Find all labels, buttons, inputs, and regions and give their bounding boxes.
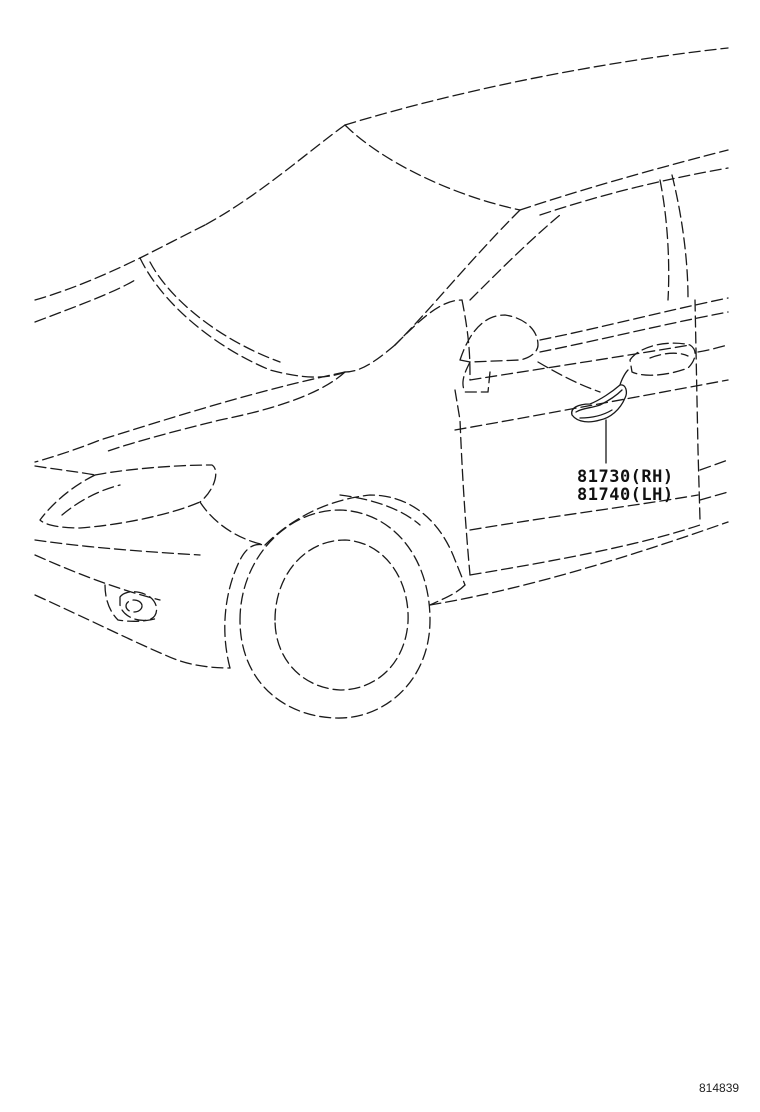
door-handle-lamp-part (571, 369, 629, 423)
fender-outline (34, 494, 466, 669)
diagram-reference-number: 814839 (699, 1081, 740, 1095)
roof-outline (204, 47, 729, 226)
front-door-outline (454, 299, 729, 576)
part-number-lh: 81740(LH) (577, 485, 674, 505)
leader-dashed (537, 361, 601, 393)
front-tire (239, 494, 431, 719)
rocker-outline (429, 521, 729, 606)
side-mirror-outline (459, 314, 539, 393)
part-number-rh: 81730(RH) (577, 467, 674, 487)
side-window-outline (394, 149, 729, 381)
fog-lamp (119, 591, 158, 621)
headlight-outline (39, 464, 217, 529)
hood-outline (34, 257, 396, 476)
door-handle-outline (629, 342, 729, 376)
